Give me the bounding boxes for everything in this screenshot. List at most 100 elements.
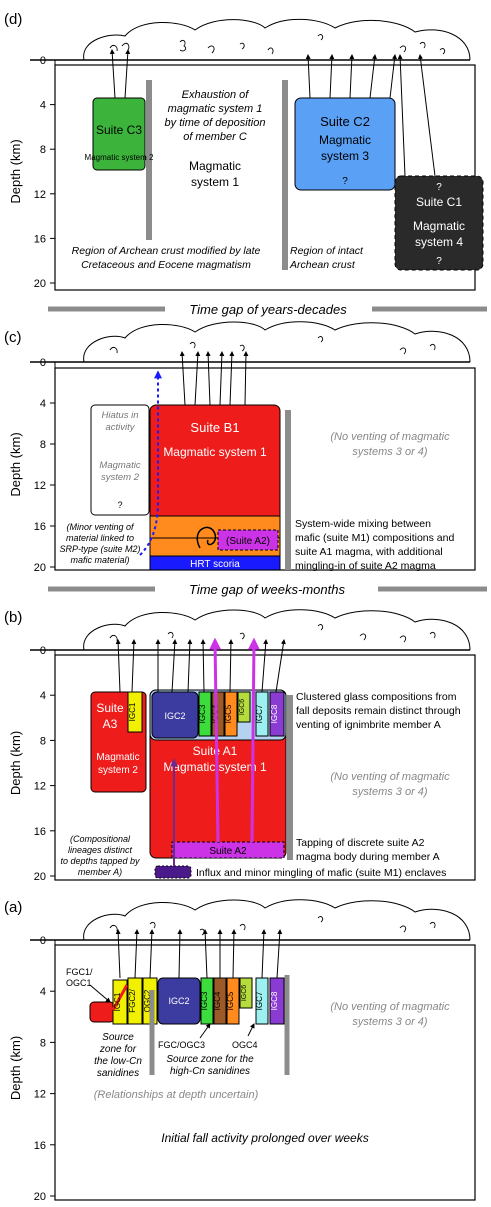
fgc1-box: [89, 1001, 115, 1023]
system2-line1: Magmatic: [99, 460, 140, 471]
depth-axis-label: Depth (km): [8, 139, 23, 203]
depth-tick-label: 0: [40, 357, 46, 369]
minor-venting-line3: SRP-type (suite M2): [59, 544, 140, 554]
system1-line1: Magmatic: [189, 159, 241, 173]
panel-letter: (d): [4, 11, 22, 28]
system2-line1: Magmatic: [96, 752, 139, 763]
depth-tick-label: 8: [40, 439, 46, 451]
depth-tick-label: 4: [40, 690, 46, 702]
suite-c1-system2: system 4: [415, 235, 463, 249]
suite-a3-line1: Suite: [96, 701, 124, 715]
suite-c2-system1: Magmatic: [319, 133, 371, 147]
hiatus-box: [90, 404, 150, 516]
fgc1-pointer: [89, 984, 111, 1003]
igc2-label: IGC2: [168, 996, 189, 1006]
igc1-label: IGC1: [113, 992, 122, 1011]
fgc-ogc3-label: FGC/OGC3: [158, 1040, 205, 1050]
panel-a: (a) FGC1/ OGC1 IGC1 FGC2/ OGC2 IGC2 IGC3…: [4, 899, 476, 1201]
depth-tick-label: 12: [34, 1089, 46, 1101]
igc6-box: [239, 977, 253, 1009]
system1-line2: system 1: [191, 175, 239, 189]
igc7-label: IGC7: [255, 704, 264, 723]
depth-tick-label: 12: [34, 781, 46, 793]
depth-axis-label: Depth (km): [8, 432, 23, 496]
suite-a3-line2: A3: [103, 717, 118, 731]
minor-venting-arrow: [139, 370, 162, 556]
igc1-hatch: [111, 984, 129, 1011]
initial-label: Initial fall activity prolonged over wee…: [161, 1131, 368, 1145]
cloud-puffs: [109, 624, 436, 643]
igc2-label: IGC2: [164, 711, 185, 721]
depth-tick-label: 20: [34, 562, 46, 574]
fgc1-line2: OGC1: [66, 978, 92, 988]
lineages-line3: to depths tapped by: [60, 856, 140, 866]
system1-label: Magmatic system 1: [163, 760, 267, 774]
hiatus-line2: activity: [105, 422, 135, 433]
suite-c3-box: [92, 97, 146, 171]
fgc1-line1: FGC1/: [66, 967, 93, 977]
cloud-puffs: [109, 336, 436, 355]
depth-tick-label: 4: [40, 100, 46, 112]
igc3-label: IGC3: [200, 991, 209, 1010]
depth-tick-label: 20: [34, 278, 46, 290]
vent-arrows: [109, 49, 436, 177]
minor-venting-line4: mafic material): [70, 555, 129, 565]
panel-letter: (c): [4, 329, 22, 346]
suite-c1-q2: ?: [436, 256, 442, 267]
depth-tick-label: 20: [34, 1191, 46, 1203]
suite-c1-box: [394, 175, 484, 271]
igc5-label: IGC5: [224, 704, 233, 723]
gap-middle-label: Time gap of weeks-months: [189, 582, 345, 597]
suite-a2-label: (Suite A2): [226, 536, 270, 547]
igc6-box: [237, 691, 251, 723]
depth-tick-label: 16: [34, 521, 46, 533]
suite-a2-arrows: [209, 637, 260, 843]
depth-tick-label: 16: [34, 233, 46, 245]
panel-c: (c) Hiatus in activity Magmatic system 2…: [4, 321, 476, 572]
igc3-box: [198, 691, 212, 737]
uncertain-label: (Relationships at depth uncertain): [94, 1089, 259, 1101]
eruption-cloud: [83, 321, 471, 363]
igc4-label: IGC4: [213, 991, 222, 1010]
panel-letter: (b): [4, 609, 22, 626]
depth-tick-label: 12: [34, 480, 46, 492]
suite-b1-label: Suite B1: [190, 420, 239, 435]
igc8-label: IGC8: [270, 704, 279, 723]
depth-tick-label: 8: [40, 1037, 46, 1049]
depth-tick-label: 4: [40, 398, 46, 410]
vent-arrows: [179, 351, 249, 406]
clustered-line3: venting of ignimbrite member A: [296, 719, 441, 731]
tapping-line1: Tapping of discrete suite A2: [296, 837, 425, 849]
igc8-label: IGC8: [270, 991, 279, 1010]
depth-tick-label: 0: [40, 55, 46, 67]
suite-c2-label: Suite C2: [320, 114, 370, 129]
gap-top-label: Time gap of years-decades: [189, 302, 347, 317]
ogc4-label: OGC4: [232, 1040, 258, 1050]
eruption-cloud: [83, 609, 471, 651]
suite-c1-system1: Magmatic: [413, 219, 465, 233]
tapping-line2: magma body during member A: [296, 851, 440, 863]
suite-c3-system: Magmatic system 2: [85, 153, 154, 162]
suite-a2-label: Suite A2: [209, 846, 247, 857]
panel-b: (b) IGC1 Suite A3 Magmatic system 2 IGC2…: [4, 609, 476, 881]
no-venting-line2: systems 3 or 4): [352, 786, 428, 798]
region-left-line2: Cretaceous and Eocene magmatism: [81, 259, 251, 271]
ogc4-pointer: [247, 1023, 255, 1037]
exhaustion-line4: of member C: [183, 131, 247, 143]
mixing-line3: suite A1 magma, with additional: [295, 546, 443, 558]
suite-c1-q1: ?: [436, 182, 442, 193]
minor-venting-line2: material linked to: [66, 533, 134, 543]
clustered-line2: fall deposits remain distinct through: [296, 705, 461, 717]
region-left-line1: Region of Archean crust modified by late: [72, 245, 261, 257]
lineages-line4: member A): [78, 867, 122, 877]
fgc-ogc3-pointer: [199, 1023, 211, 1039]
mixing-swirl: [196, 526, 217, 549]
igc5-label: IGC5: [226, 991, 235, 1010]
ogc2-label: OGC2: [143, 989, 152, 1012]
hiatus-q: ?: [117, 500, 122, 510]
igc2-box: [151, 691, 199, 739]
mixing-line2: mafic (suite M1) compositions and: [295, 532, 454, 544]
region-right-line2: Archean crust: [289, 259, 356, 271]
